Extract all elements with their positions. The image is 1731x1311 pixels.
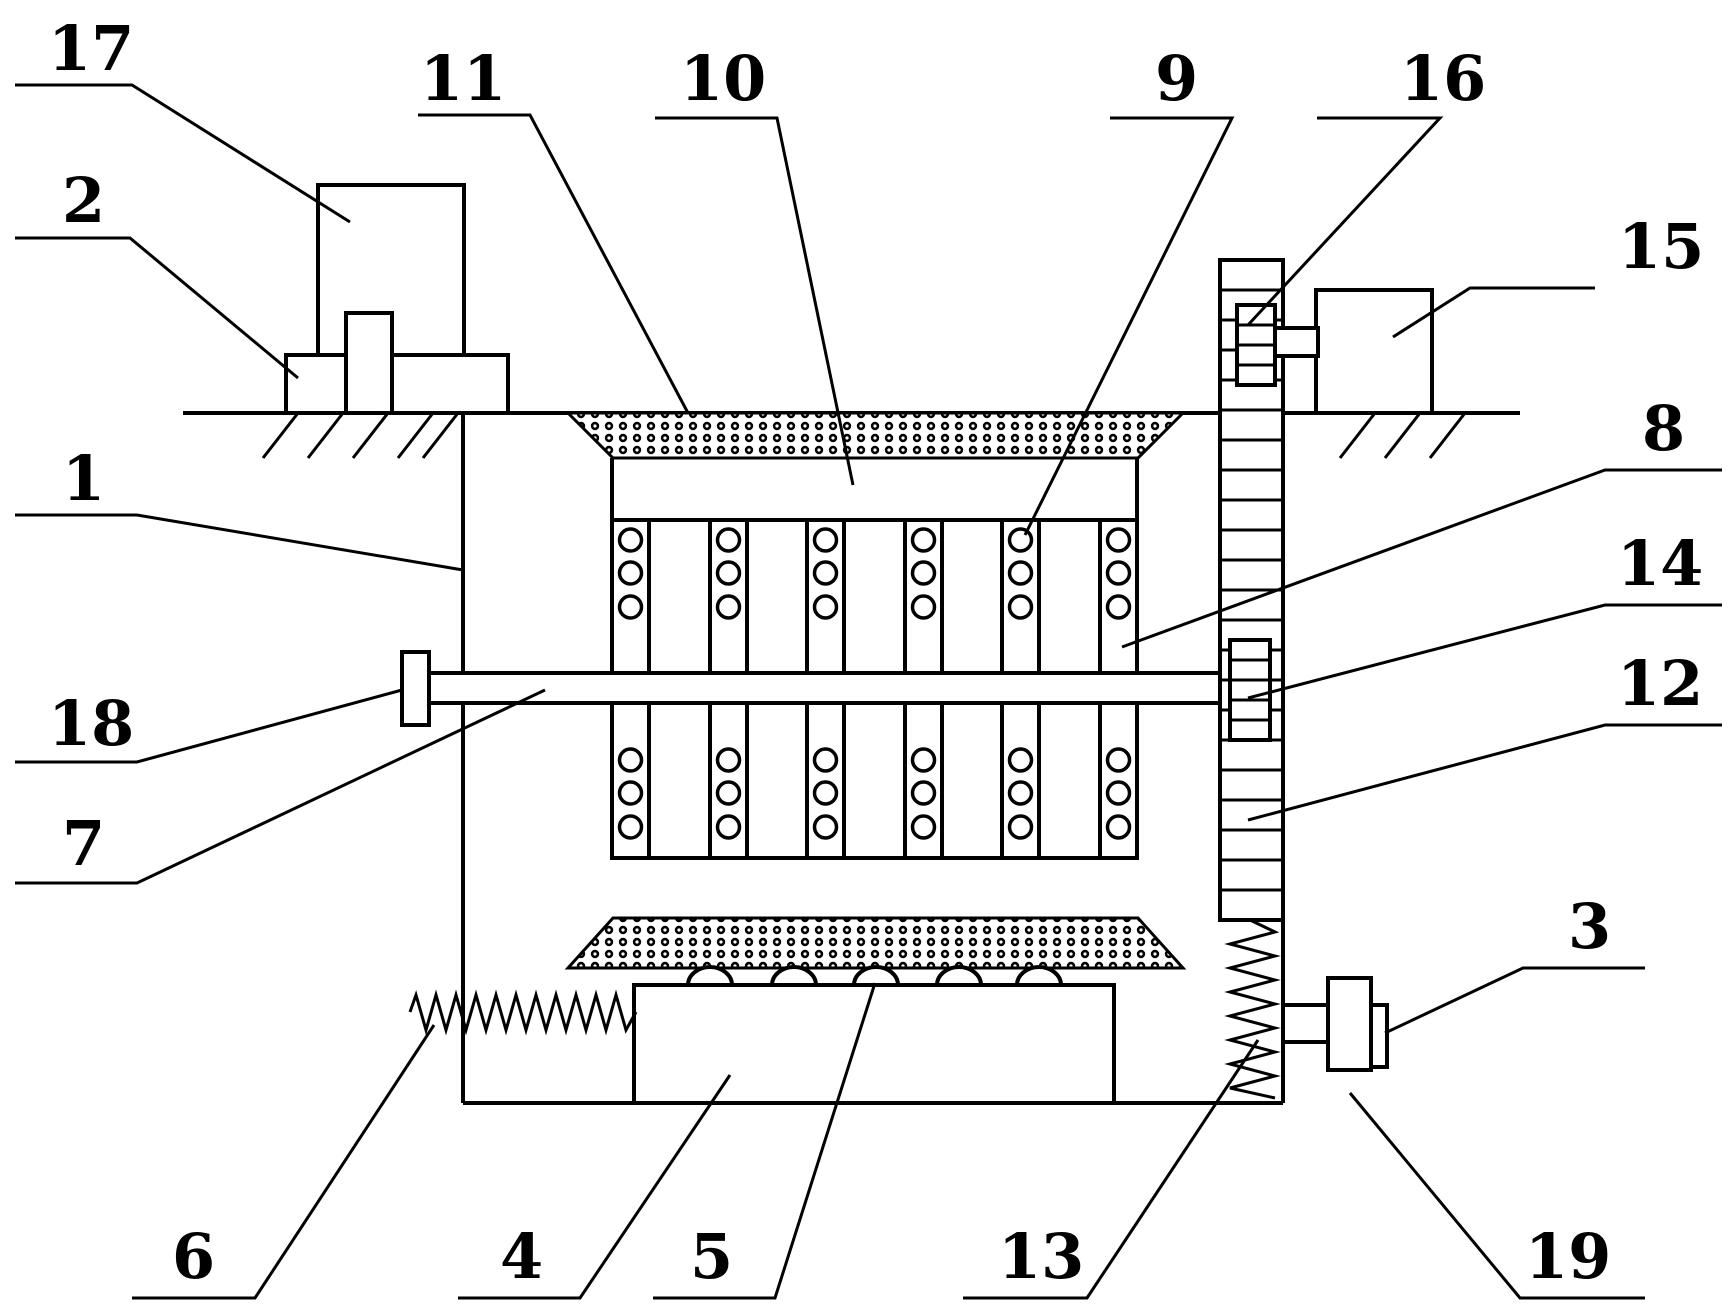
roller-circle	[715, 780, 742, 806]
label-8: 8	[1642, 392, 1685, 465]
part-3-hub	[1369, 1003, 1389, 1069]
roller-circle	[1007, 780, 1034, 806]
roller-circle	[1105, 594, 1132, 620]
leader-lines	[15, 83, 1722, 1300]
roller-circle	[1007, 527, 1034, 553]
shaft-gear	[1228, 638, 1272, 742]
shaft	[400, 650, 1234, 727]
label-16: 16	[1400, 42, 1486, 115]
roller-circle	[812, 560, 839, 586]
roller-circle	[1007, 594, 1034, 620]
bottom-mesh	[564, 916, 1187, 970]
label-10: 10	[680, 42, 766, 115]
left-spring	[408, 989, 638, 1036]
roller-circle	[1105, 814, 1132, 840]
top-left-equipment	[284, 183, 510, 415]
label-7: 7	[62, 807, 105, 880]
roller-circle	[1105, 527, 1132, 553]
roller-circle	[617, 814, 644, 840]
roller-circle	[910, 560, 937, 586]
roller-circle	[812, 780, 839, 806]
label-5: 5	[690, 1220, 733, 1293]
roller-circle	[715, 560, 742, 586]
roller-circle	[910, 594, 937, 620]
part-19-wheel	[1326, 976, 1373, 1072]
drum-body	[610, 458, 1139, 860]
label-17: 17	[48, 12, 134, 85]
slider-block	[632, 983, 1116, 1105]
part-18-end-cap	[400, 650, 431, 727]
roller-circle	[910, 814, 937, 840]
roller-circle	[812, 747, 839, 773]
label-18: 18	[48, 687, 134, 760]
roller-circle	[715, 814, 742, 840]
roller-circle	[715, 594, 742, 620]
motor-assembly	[1235, 288, 1434, 415]
roller-circle	[617, 780, 644, 806]
label-2: 2	[62, 164, 105, 237]
roller-circle	[617, 747, 644, 773]
label-3: 3	[1568, 890, 1611, 963]
roller-circle	[1007, 747, 1034, 773]
ball-row	[685, 965, 1064, 987]
motor-shaft	[1268, 326, 1320, 358]
part-2-base	[284, 353, 510, 415]
top-mesh	[564, 411, 1187, 460]
label-1: 1	[62, 442, 105, 515]
label-11: 11	[420, 42, 506, 115]
roller-circle	[1007, 814, 1034, 840]
roller-circle	[910, 747, 937, 773]
roller-circle	[617, 594, 644, 620]
part-labels: 17 2 1 18 7 11 10 9 16 15 8 14 12 3 6 4 …	[48, 12, 1704, 1293]
label-19: 19	[1525, 1220, 1611, 1293]
part-2-column	[344, 311, 394, 415]
roller-circle	[1105, 747, 1132, 773]
label-6: 6	[172, 1220, 215, 1293]
blade-array	[610, 518, 1139, 860]
roller-circle	[617, 527, 644, 553]
right-spring	[1224, 918, 1281, 1100]
roller-circle	[812, 594, 839, 620]
part-15-motor	[1314, 288, 1434, 415]
roller-circle	[812, 814, 839, 840]
label-15: 15	[1618, 210, 1704, 283]
roller-circle	[910, 780, 937, 806]
label-9: 9	[1155, 42, 1198, 115]
roller-circle	[715, 747, 742, 773]
label-4: 4	[500, 1220, 543, 1293]
roller-circle	[617, 560, 644, 586]
roller-circle	[910, 527, 937, 553]
label-14: 14	[1617, 527, 1703, 600]
label-13: 13	[998, 1220, 1084, 1293]
label-12: 12	[1617, 647, 1703, 720]
roller-circle	[1105, 780, 1132, 806]
roller-circle	[812, 527, 839, 553]
roller-circle	[1007, 560, 1034, 586]
roller-circle	[715, 527, 742, 553]
wheel-assembly	[1281, 976, 1389, 1072]
roller-circle	[1105, 560, 1132, 586]
